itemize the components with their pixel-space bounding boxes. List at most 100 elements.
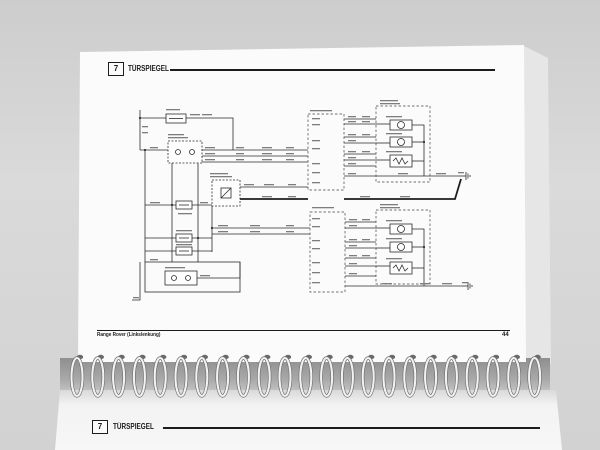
diagram-label-mark (380, 100, 398, 102)
diagram-label-mark (436, 173, 446, 175)
diagram-label-mark (312, 148, 320, 150)
diagram-label-mark (380, 204, 398, 206)
diagram-label-mark (168, 134, 184, 136)
diagram-label-mark (178, 213, 192, 215)
diagram-label-mark (386, 151, 402, 153)
back-sheet-edge (522, 45, 551, 364)
diagram-label-mark (262, 153, 272, 155)
lower-header-rule (163, 427, 540, 429)
diagram-label-mark (165, 267, 185, 269)
heater-icon (389, 261, 413, 275)
diagram-label-mark (362, 151, 370, 153)
diagram-label-mark (312, 272, 320, 274)
ring-wire (70, 356, 84, 398)
ring-wire (299, 356, 313, 398)
diagram-label-mark (362, 116, 370, 118)
ring-wire (382, 356, 396, 398)
diagram-label-mark (202, 114, 212, 116)
binding-ring (173, 354, 189, 398)
diagram-label-mark (349, 239, 357, 241)
diagram-label-mark (150, 147, 158, 149)
diagram-label-mark (150, 202, 160, 204)
diagram-label-mark (200, 202, 208, 204)
relay-component (175, 233, 193, 243)
diagram-label-mark (200, 275, 210, 277)
diagram-label-mark (386, 133, 402, 135)
diagram-label-mark (420, 283, 430, 285)
ring-wire (403, 356, 417, 398)
binding-ring (465, 354, 480, 398)
ring-wire (236, 356, 250, 398)
wire (412, 228, 425, 286)
heater-icon (389, 154, 413, 168)
diagram-label-mark (348, 140, 356, 142)
diagram-label-mark (362, 134, 370, 136)
diagram-label-mark (349, 273, 357, 275)
diagram-label-mark (150, 259, 158, 261)
diagram-label-mark (362, 239, 370, 241)
diagram-label-mark (312, 182, 320, 184)
diagram-label-mark (250, 231, 260, 233)
diagram-label-mark (205, 153, 215, 155)
motor-icon (389, 136, 413, 148)
diagram-label-mark (236, 159, 244, 161)
binding-ring (90, 354, 106, 398)
ring-wire (257, 356, 271, 398)
diagram-label-mark (349, 219, 357, 221)
wire (412, 124, 425, 176)
diagram-label-mark (250, 225, 260, 227)
diagram-label-mark (312, 207, 334, 209)
supply-wire (344, 178, 462, 200)
junction-dot (143, 148, 147, 152)
wire (186, 117, 234, 150)
binding-ring (132, 354, 147, 398)
diagram-label-mark (458, 172, 464, 174)
binding-ring (257, 354, 272, 398)
junction-dot (422, 245, 426, 249)
ring-wire (91, 356, 105, 398)
footer-rule (97, 330, 510, 331)
connector-block-lower (309, 211, 346, 293)
diagram-label-mark (262, 147, 272, 149)
header-rule (170, 69, 495, 71)
lower-circuit-frame (144, 261, 241, 293)
diagram-label-mark (312, 163, 320, 165)
diagram-label-mark (286, 147, 294, 149)
footer-title: Range Rover (Linkslenkung) (97, 332, 161, 338)
relay-component (175, 200, 193, 210)
diagram-label-mark (362, 219, 370, 221)
diagram-label-mark (312, 218, 320, 220)
motor-icon (389, 223, 413, 235)
diagram-label-mark (168, 137, 188, 139)
diagram-label-mark (348, 134, 356, 136)
junction-dot (210, 226, 214, 230)
diagram-label-mark (312, 240, 320, 242)
diagram-label-mark (262, 159, 272, 161)
components (144, 105, 473, 293)
junction-dots (138, 116, 426, 249)
chapter-title: TÜRSPIEGEL (128, 64, 169, 73)
diagram-label-mark (210, 176, 232, 178)
lower-chapter-number-box: 7 (92, 420, 108, 434)
diagram-label-mark (348, 116, 356, 118)
junction-dot (170, 203, 174, 207)
diagram-label-mark (380, 207, 400, 209)
chapter-number-box: 7 (108, 62, 124, 76)
mirror-assembly-lower (375, 209, 431, 285)
diagram-labels (133, 100, 468, 299)
diagram-label-mark (310, 110, 332, 112)
binding-ring (402, 354, 417, 398)
ring-wire (486, 356, 500, 398)
diagram-label-mark (462, 282, 468, 284)
diagram-label-mark (210, 173, 228, 175)
diagram-label-mark (349, 245, 357, 247)
junction-dot (196, 236, 200, 240)
diagram-label-mark (386, 116, 402, 118)
page-number: 44 (502, 332, 509, 338)
diagram-label-mark (386, 258, 402, 260)
diagram-label-mark (205, 159, 215, 161)
binding-ring (277, 354, 293, 398)
junction-dot (138, 116, 142, 120)
relay-component (175, 246, 193, 256)
diagram-label-mark (398, 173, 408, 175)
